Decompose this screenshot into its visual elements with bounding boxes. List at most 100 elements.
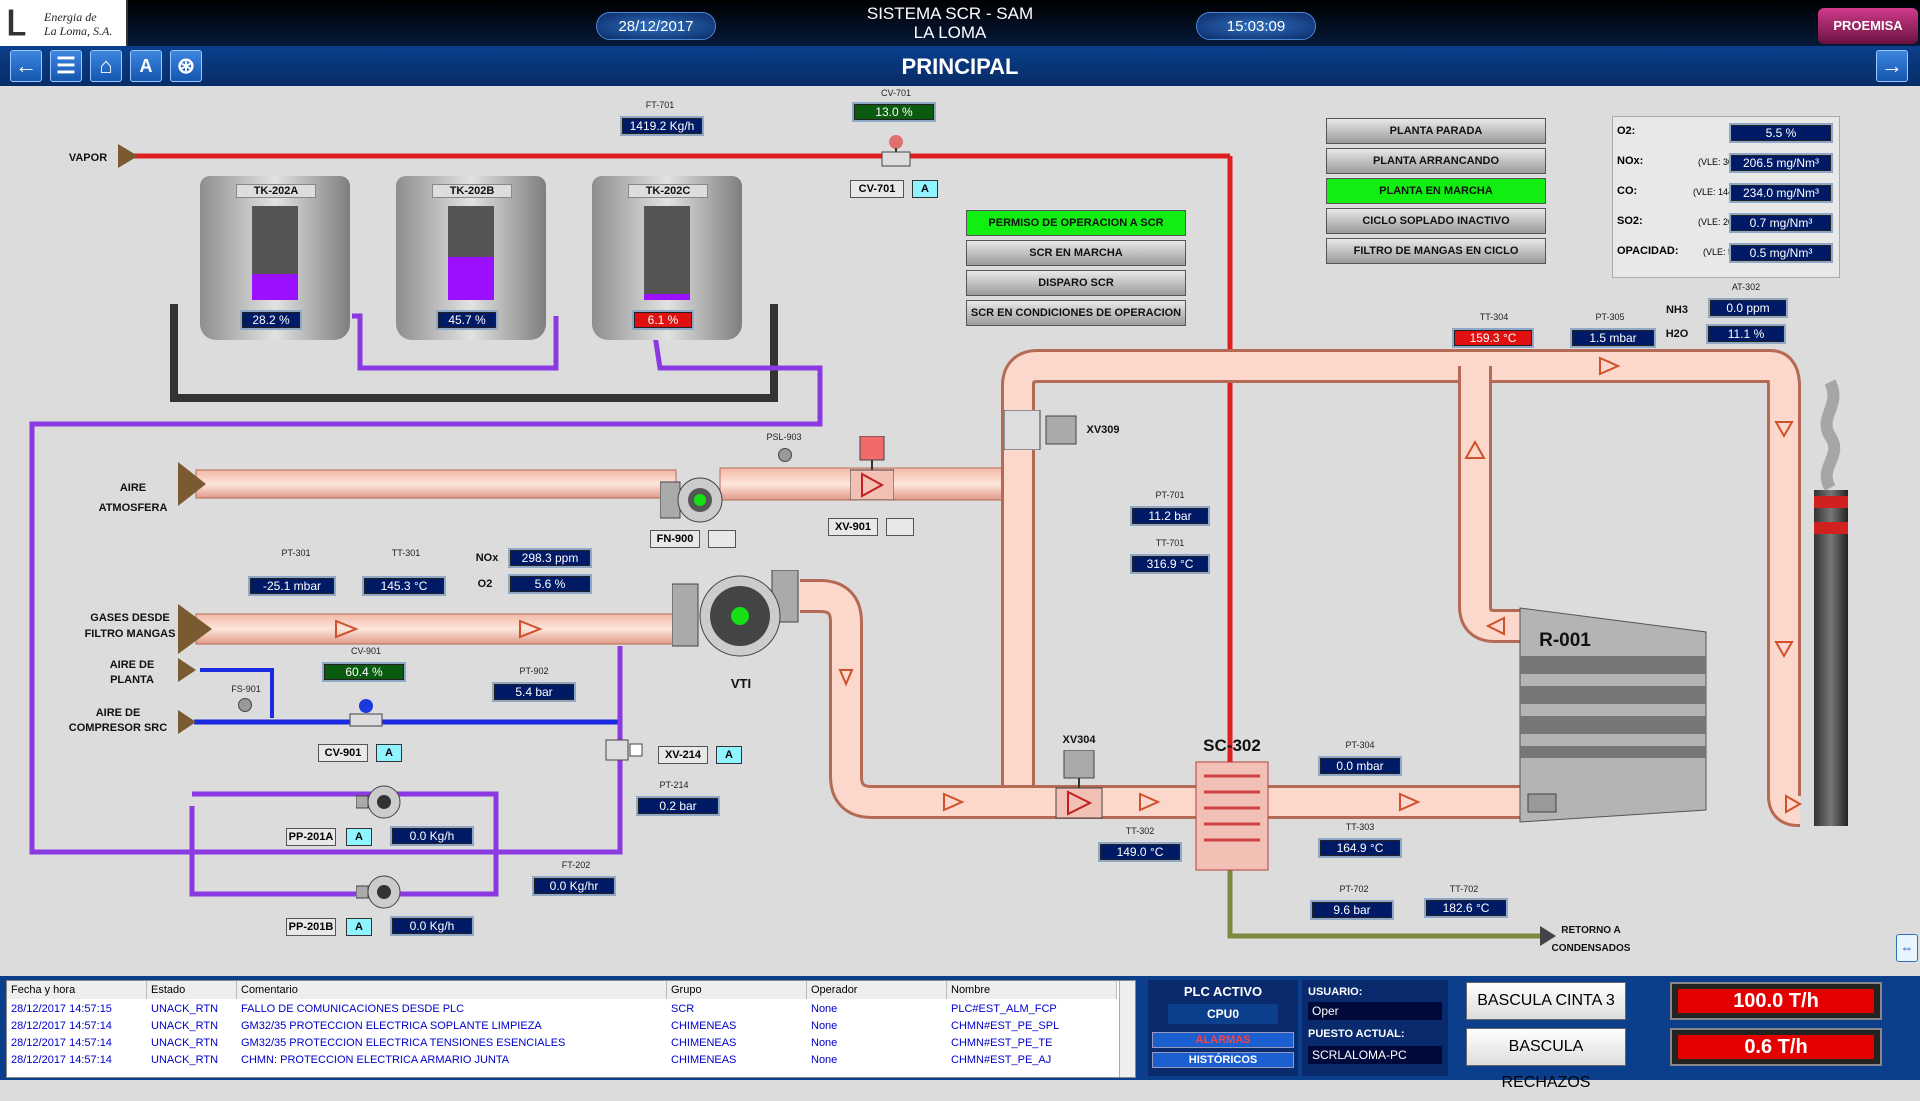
xv901-valve-icon[interactable] xyxy=(849,435,895,501)
xv214-mode[interactable]: A xyxy=(716,746,742,764)
pp201b-mode[interactable]: A xyxy=(346,918,372,936)
settings-wheel-icon[interactable]: ⊛ xyxy=(170,50,202,82)
puesto-value: SCRLALOMA-PC xyxy=(1308,1046,1442,1064)
back-arrow-icon[interactable]: ← xyxy=(10,50,42,82)
usuario-value: Oper xyxy=(1308,1002,1442,1020)
pp201b-pump-icon[interactable] xyxy=(355,872,410,912)
pt305-tag: PT-305 xyxy=(1595,312,1625,322)
tt701-value: 316.9 °C xyxy=(1130,554,1210,574)
home-icon[interactable]: ⌂ xyxy=(90,50,122,82)
cv901-name[interactable]: CV-901 xyxy=(318,744,368,762)
plc-cpu: CPU0 xyxy=(1168,1004,1278,1024)
pp201a-name[interactable]: PP-201A xyxy=(286,828,336,846)
pt214-tag: PT-214 xyxy=(659,780,689,790)
status-scr-marcha: SCR EN MARCHA xyxy=(966,240,1186,266)
col-header-comentario: Comentario xyxy=(237,981,667,999)
status-condiciones: SCR EN CONDICIONES DE OPERACION xyxy=(966,300,1186,326)
pt902-tag: PT-902 xyxy=(519,666,549,676)
ft701-value: 1419.2 Kg/h xyxy=(620,116,704,136)
ft202-value: 0.0 Kg/hr xyxy=(532,876,616,896)
cv901-valve-icon[interactable] xyxy=(346,698,386,728)
vti-label: VTI xyxy=(730,676,752,691)
pp201a-pump-icon[interactable] xyxy=(355,782,410,822)
menu-list-icon[interactable]: ☰ xyxy=(50,50,82,82)
pp201b-name[interactable]: PP-201B xyxy=(286,918,336,936)
scroll-handle-icon[interactable]: ⇔ xyxy=(1896,934,1918,962)
alarm-table[interactable]: Fecha y hora Estado Comentario Grupo Ope… xyxy=(6,980,1136,1078)
h2o-label: H2O xyxy=(1665,328,1689,340)
auto-mode-button[interactable]: A xyxy=(130,50,162,82)
fn900-fan-icon[interactable] xyxy=(659,474,732,526)
pp201a-mode[interactable]: A xyxy=(346,828,372,846)
alarmas-button[interactable]: ALARMAS xyxy=(1152,1032,1294,1048)
tt301-value: 145.3 °C xyxy=(362,576,446,596)
xv309-damper-icon[interactable] xyxy=(1003,409,1080,451)
cv701-valve-icon[interactable] xyxy=(880,132,912,168)
forward-arrow-icon[interactable]: → xyxy=(1876,50,1908,82)
emissions-panel: O2:5.5 % NOx:(VLE: 300)206.5 mg/Nm³ CO:(… xyxy=(1612,116,1840,278)
tank-tk202a-value: 28.2 % xyxy=(240,310,302,330)
alarm-footer: Fecha y hora Estado Comentario Grupo Ope… xyxy=(0,976,1920,1091)
plc-panel: PLC ACTIVO CPU0 ALARMAS HISTÓRICOS xyxy=(1148,980,1298,1076)
psl903-tag: PSL-903 xyxy=(766,432,802,442)
xv304-valve-icon[interactable] xyxy=(1054,749,1104,820)
psl903-switch-icon xyxy=(778,448,792,462)
pp201b-value: 0.0 Kg/h xyxy=(390,916,474,936)
pt304-tag: PT-304 xyxy=(1345,740,1375,750)
cv701-mode[interactable]: A xyxy=(912,180,938,198)
cv901-value: 60.4 % xyxy=(322,662,406,682)
tank-tk202c-value: 6.1 % xyxy=(632,310,694,330)
reactor-label: R-001 xyxy=(1539,630,1591,651)
pt701-tag: PT-701 xyxy=(1155,490,1185,500)
bascula-rechazos-label: BASCULA RECHAZOS xyxy=(1466,1028,1626,1091)
tank-tk202c: TK-202C 6.1 % xyxy=(592,176,742,340)
xv901-name[interactable]: XV-901 xyxy=(828,518,878,536)
emission-row: NOx:(VLE: 300)206.5 mg/Nm³ xyxy=(1613,149,1841,177)
xv901-status[interactable] xyxy=(886,518,914,536)
pt702-value: 9.6 bar xyxy=(1310,900,1394,920)
col-header-estado: Estado xyxy=(147,981,237,999)
cv901-mode[interactable]: A xyxy=(376,744,402,762)
historicos-button[interactable]: HISTÓRICOS xyxy=(1152,1052,1294,1068)
plant-parada: PLANTA PARADA xyxy=(1326,118,1546,144)
cv701-name[interactable]: CV-701 xyxy=(850,180,904,198)
nox-label: NOx xyxy=(475,552,499,564)
cv901-tag: CV-901 xyxy=(350,646,382,656)
fn900-status[interactable] xyxy=(708,530,736,548)
status-permiso: PERMISO DE OPERACION A SCR xyxy=(966,210,1186,236)
pt702-tag: PT-702 xyxy=(1339,884,1369,894)
xv214-name[interactable]: XV-214 xyxy=(658,746,708,764)
plc-status: PLC ACTIVO xyxy=(1183,984,1263,999)
tt702-tag: TT-702 xyxy=(1449,884,1479,894)
tt301-tag: TT-301 xyxy=(391,548,421,558)
nh3-label: NH3 xyxy=(1665,304,1688,316)
o2-value: 5.6 % xyxy=(508,574,592,594)
pipe-network xyxy=(29,144,1848,946)
xv214-valve-icon[interactable] xyxy=(604,736,644,764)
usuario-label: USUARIO: xyxy=(1308,986,1363,998)
fn900-name[interactable]: FN-900 xyxy=(650,530,700,548)
emission-row: SO2:(VLE: 200)0.7 mg/Nm³ xyxy=(1613,209,1841,237)
vti-fan-icon[interactable] xyxy=(671,569,804,660)
nox-value: 298.3 ppm xyxy=(508,548,592,568)
pt301-tag: PT-301 xyxy=(281,548,311,558)
bascula-panel: BASCULA CINTA 3 100.0 T/h BASCULA RECHAZ… xyxy=(1456,980,1904,1091)
bascula-rechazos-value: 0.6 T/h xyxy=(1670,1028,1882,1066)
plant-en-marcha: PLANTA EN MARCHA xyxy=(1326,178,1546,204)
h2o-value: 11.1 % xyxy=(1706,324,1786,344)
fs901-switch-icon xyxy=(238,698,252,712)
time-display: 15:03:09 xyxy=(1196,12,1316,40)
table-scrollbar[interactable] xyxy=(1119,981,1135,1077)
company-name-line1: Energia de xyxy=(44,10,97,24)
col-header-grupo: Grupo xyxy=(667,981,807,999)
brand-logo: PROEMISA xyxy=(1818,8,1918,44)
plant-arrancando: PLANTA ARRANCANDO xyxy=(1326,148,1546,174)
